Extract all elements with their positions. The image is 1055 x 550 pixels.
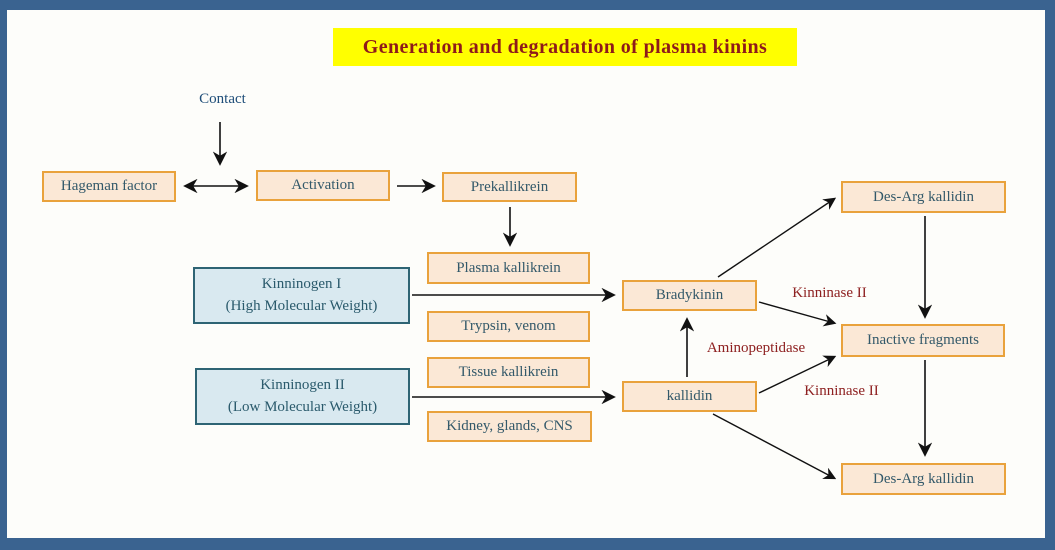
arrow-bradykinin-inactive xyxy=(758,301,837,327)
node-hageman-factor: Hageman factor xyxy=(42,171,176,202)
arrow-bradykinin-desarg-top xyxy=(717,197,837,278)
node-prekallikrein: Prekallikrein xyxy=(442,172,577,202)
node-activation: Activation xyxy=(256,170,390,201)
node-plasma-kallikrein: Plasma kallikrein xyxy=(427,252,590,284)
kinninogen-1-subtitle: (High Molecular Weight) xyxy=(225,297,378,314)
node-bradykinin: Bradykinin xyxy=(622,280,757,311)
node-kallidin: kallidin xyxy=(622,381,757,412)
node-kinninogen-2: Kinninogen II (Low Molecular Weight) xyxy=(195,368,410,425)
kinninase-2-lower-label: Kinninase II xyxy=(804,383,879,399)
kinninogen-1-name: Kinninogen I xyxy=(261,275,342,292)
node-kinninogen-1: Kinninogen I (High Molecular Weight) xyxy=(193,267,410,324)
kinninogen-2-name: Kinninogen II xyxy=(260,376,345,393)
node-des-arg-kallidin-bottom: Des-Arg kallidin xyxy=(841,463,1006,495)
aminopeptidase-label: Aminopeptidase xyxy=(706,340,806,356)
kinninase-2-upper-label: Kinninase II xyxy=(792,285,867,301)
node-des-arg-kallidin-top: Des-Arg kallidin xyxy=(841,181,1006,213)
arrow-kallidin-inactive xyxy=(758,355,837,394)
arrow-kallidin-desarg-bottom xyxy=(712,413,837,480)
node-trypsin-venom: Trypsin, venom xyxy=(427,311,590,342)
contact-label: Contact xyxy=(199,91,246,107)
node-tissue-kallikrein: Tissue kallikrein xyxy=(427,357,590,388)
node-inactive-fragments: Inactive fragments xyxy=(841,324,1005,357)
diagram-title: Generation and degradation of plasma kin… xyxy=(333,28,797,66)
node-kidney-glands-cns: Kidney, glands, CNS xyxy=(427,411,592,442)
kinninogen-2-subtitle: (Low Molecular Weight) xyxy=(227,398,378,415)
